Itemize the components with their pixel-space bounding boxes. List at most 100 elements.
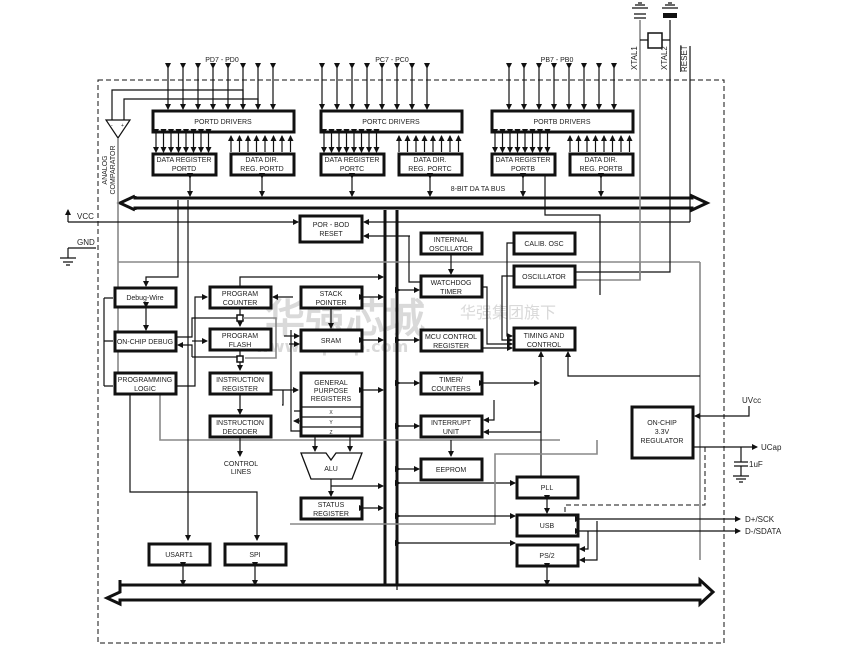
ddr-portc: DATA DIR. REG. PORTC (397, 152, 464, 177)
text: REGISTERS (311, 396, 352, 403)
text: PROGRAM (222, 333, 258, 340)
programming-logic: PROGRAMMING LOGIC (113, 294, 260, 541)
internal-oscillator: INTERNAL OSCILLATOR (419, 231, 484, 275)
text: POINTER (315, 300, 346, 307)
vcc-pin: VCC (65, 209, 299, 225)
text: PS/2 (539, 553, 554, 560)
ddr-portb: DATA DIR. REG. PORTB (568, 152, 635, 177)
text: ON-CHIP (647, 420, 677, 427)
gpr-z: Z (329, 430, 332, 436)
ddr-portd: DATA DIR. REG. PORTD (229, 152, 296, 177)
uvcc-label: UVcc (742, 396, 761, 405)
gpr-y: Y (329, 420, 333, 426)
text: DECODER (222, 429, 257, 436)
text: LOGIC (134, 386, 156, 393)
stack-pointer: STACK POINTER (299, 285, 384, 329)
text: TIMER/ (439, 377, 463, 384)
text: INTERNAL (434, 237, 469, 244)
gnd-pin: GND (60, 238, 96, 266)
text: PURPOSE (314, 388, 349, 395)
control-lines-label-2: LINES (231, 469, 252, 476)
eeprom: EEPROM (395, 457, 484, 482)
text: OSCILLATOR (429, 246, 473, 253)
xtal2-label: XTAL2 (660, 46, 669, 70)
text: REG. PORTD (240, 166, 283, 173)
calib-osc: CALIB. OSC (506, 231, 577, 339)
signal-line (290, 440, 598, 525)
pll: PLL (395, 475, 580, 514)
reset-label: RESET (680, 45, 689, 72)
portc-drivers-label: PORTC DRIVERS (362, 119, 420, 126)
text: PROGRAMMING (118, 377, 172, 384)
text: Debug-Wire (126, 295, 163, 302)
instruction-decoder: INSTRUCTION DECODER (208, 414, 273, 457)
portb-drivers-label: PORTB DRIVERS (533, 119, 590, 126)
text: CONTROL (527, 342, 561, 349)
text: SRAM (321, 338, 341, 345)
junction (236, 314, 244, 322)
alu: ALU (300, 452, 384, 497)
text: ANALOG (102, 155, 109, 184)
data-bus-label: 8-BIT DA TA BUS (451, 186, 506, 193)
timer-counters: TIMER/ COUNTERS (395, 371, 540, 396)
text: 3.3V (655, 429, 670, 436)
text: DATA DIR. (584, 157, 617, 164)
junction (236, 355, 244, 363)
text: PROGRAM (222, 291, 258, 298)
text: WATCHDOG (431, 280, 472, 287)
oscillator: OSCILLATOR (501, 264, 577, 343)
text: OSCILLATOR (522, 274, 566, 281)
text: REGULATOR (641, 438, 684, 445)
portc-drivers (319, 109, 464, 134)
text: MCU CONTROL (425, 334, 477, 341)
general-purpose-registers: GENERAL PURPOSE REGISTERS X Y Z (291, 330, 384, 452)
portd-pins-label: PD7 - PD0 (205, 57, 239, 64)
usb: USB (395, 513, 741, 538)
data-register-portc: DATA REGISTER PORTC (319, 152, 386, 177)
text: FLASH (229, 342, 252, 349)
control-lines-label: CONTROL (224, 461, 258, 468)
text: ON-CHIP DEBUG (117, 339, 173, 346)
port-pin-arrows (165, 63, 617, 110)
text: REGISTER (222, 386, 258, 393)
portb-pins-label: PB7 - PB0 (541, 57, 574, 64)
text: CALIB. OSC (524, 241, 563, 248)
xtal1-label: XTAL1 (630, 46, 639, 70)
portb-drivers (490, 109, 635, 134)
watchdog-timer: WATCHDOG TIMER (395, 236, 513, 347)
text: REGISTER (433, 343, 469, 350)
text: USB (540, 523, 555, 530)
data-register-portd: DATA REGISTER PORTD (151, 152, 218, 177)
text: EEPROM (436, 467, 467, 474)
text: INSTRUCTION (216, 377, 264, 384)
text: GENERAL (314, 380, 348, 387)
interrupt-unit: INTERRUPT UNIT (395, 400, 541, 457)
text: REG. PORTB (579, 166, 622, 173)
on-chip-debug: ON-CHIP DEBUG (113, 317, 240, 358)
on-chip-regulator: ON-CHIP 3.3V REGULATOR (564, 405, 758, 512)
mcu-control-register: MCU CONTROL REGISTER (395, 328, 513, 353)
text: PORTC (340, 166, 364, 173)
register-bus-arrows (187, 173, 604, 197)
xtal2-line (574, 20, 671, 273)
debug-wire: Debug-Wire (113, 200, 179, 331)
data-register-portb: DATA REGISTER PORTB (490, 152, 557, 177)
driver-arrows (153, 129, 633, 153)
text: REG. PORTC (408, 166, 451, 173)
text: DATA REGISTER (325, 157, 380, 164)
text: DATA REGISTER (157, 157, 212, 164)
debug-bus (103, 297, 113, 387)
text: STATUS (318, 502, 345, 509)
text: DATA DIR. (245, 157, 278, 164)
ps2: PS/2 (395, 521, 598, 586)
status-register: STATUS REGISTER (299, 496, 384, 521)
text: COUNTERS (431, 386, 471, 393)
signal-line (544, 176, 601, 295)
text: DATA DIR. (413, 157, 446, 164)
sram: SRAM (284, 328, 384, 353)
text: DATA REGISTER (496, 157, 551, 164)
text: STACK (320, 291, 343, 298)
text: SPI (249, 552, 260, 559)
text: POR - BOD (313, 222, 350, 229)
ucap-label: UCap (761, 443, 782, 452)
